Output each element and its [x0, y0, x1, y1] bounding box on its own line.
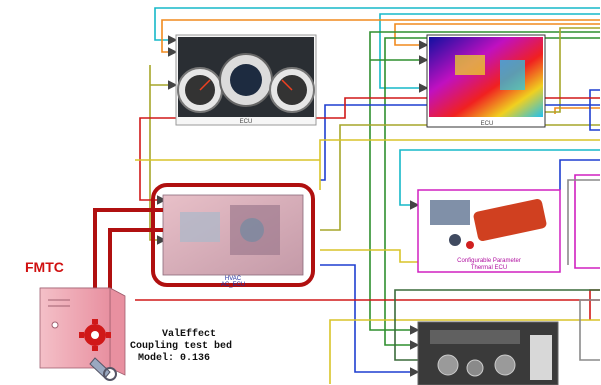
testbed-line-3: Model: 0.136 — [138, 352, 210, 364]
gray-line — [567, 179, 600, 265]
blue-line — [320, 264, 420, 377]
testbed-info: ValEffect Coupling test bed Model: 0.136 — [130, 328, 232, 364]
darkgreen-line — [394, 289, 600, 361]
yellow-line — [320, 249, 418, 263]
orange-line — [394, 23, 600, 50]
thermal-image — [429, 37, 543, 117]
cyan-line — [379, 13, 600, 93]
orange-line — [554, 107, 600, 114]
hvac-caption-1: HVAC — [225, 276, 242, 282]
config-caption-2: Thermal ECU — [471, 265, 507, 271]
yellow-line — [329, 319, 600, 384]
hvac-caption-2: AC_ECU — [221, 282, 245, 288]
red-line — [589, 289, 600, 320]
component-photo — [430, 198, 547, 249]
thermal-caption: ECU — [481, 121, 494, 127]
olive-line — [545, 27, 600, 113]
server-gear-icon — [79, 319, 111, 351]
wrench-icon — [89, 357, 117, 381]
olive-line — [149, 65, 167, 245]
cyan-line — [154, 7, 600, 45]
config-caption-1: Configurable Parameter — [457, 258, 521, 264]
testbed-line-1: ValEffect — [162, 328, 216, 340]
cluster-caption: ECU — [240, 119, 253, 125]
thermal-camera-block[interactable]: ECU — [426, 34, 546, 128]
gauge-cluster-image — [177, 53, 315, 113]
magenta-line — [574, 174, 600, 269]
blue-line — [559, 159, 600, 190]
green-line — [369, 31, 600, 335]
yellow-line — [319, 139, 600, 190]
instrument-cluster-block[interactable]: ECU — [175, 34, 317, 126]
fmtc-label: FMTC — [25, 259, 64, 275]
fmtc-server[interactable] — [39, 287, 126, 381]
blue-line — [589, 89, 600, 131]
cyan-line — [399, 149, 600, 210]
config-ecu-block[interactable]: Configurable Parameter Thermal ECU — [417, 189, 561, 273]
testbed-line-2: Coupling test bed — [130, 340, 232, 352]
fmtc-arrows — [93, 208, 163, 300]
orange-line — [161, 19, 600, 57]
gray-line — [579, 299, 600, 361]
hvac-unit-block[interactable]: HVAC AC_ECU — [151, 183, 315, 288]
climate-panel-block[interactable] — [417, 321, 559, 385]
